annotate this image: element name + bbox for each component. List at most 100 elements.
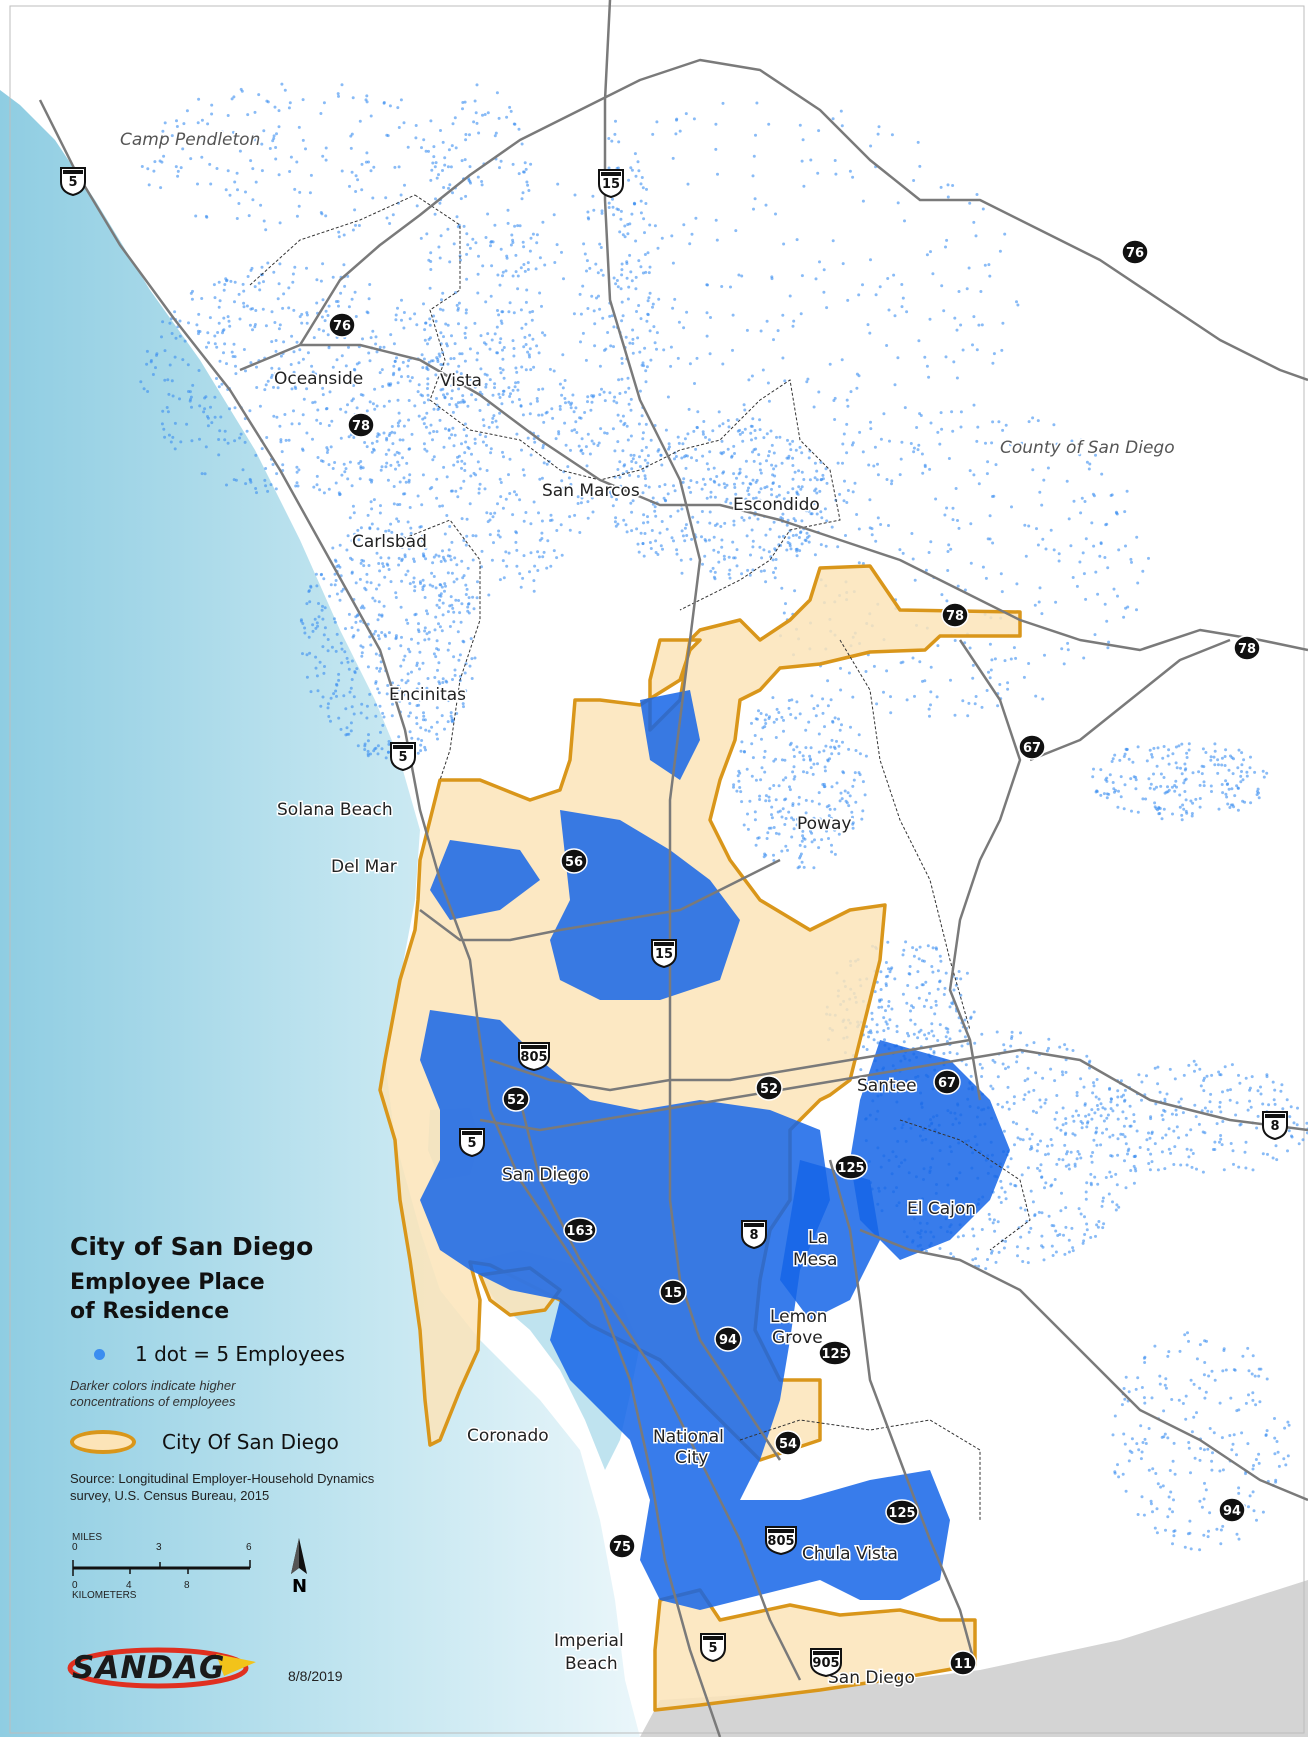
employee-dot [552,369,556,373]
employee-dot [762,436,766,440]
employee-dot [1286,1454,1290,1458]
employee-dot [1155,764,1159,768]
employee-dot [884,982,888,986]
employee-dot [359,711,363,715]
employee-dot [671,261,675,265]
employee-dot [794,448,798,452]
employee-dot [402,476,406,480]
employee-dot [1137,1448,1141,1452]
employee-dot [319,573,323,577]
employee-dot [774,736,778,739]
employee-dot [848,794,852,798]
employee-dot [343,650,347,654]
employee-dot [480,565,483,569]
employee-dot [950,1001,954,1005]
employee-dot [493,511,497,515]
employee-dot [1109,1100,1113,1104]
employee-dot [228,193,232,197]
employee-dot [703,554,707,558]
employee-dot [391,213,395,217]
employee-dot [1296,1106,1299,1110]
employee-dot [471,237,475,241]
employee-dot [1179,1163,1183,1167]
employee-dot [744,459,748,463]
employee-dot [1097,1220,1101,1223]
employee-dot [442,465,446,469]
employee-dot [483,113,487,116]
employee-dot [630,212,634,216]
employee-dot [910,532,914,535]
employee-dot [1105,1127,1109,1131]
employee-dot [916,448,920,452]
employee-dot [244,482,248,486]
employee-dot [1227,787,1231,791]
employee-dot [821,473,825,477]
employee-dot [820,516,824,520]
employee-dot [421,473,425,477]
employee-dot [700,535,703,539]
employee-dot [791,804,795,807]
employee-dot [993,657,997,661]
employee-dot [639,211,643,215]
employee-dot [1065,1047,1069,1051]
employee-dot [501,506,505,510]
employee-dot [821,697,825,701]
employee-dot [1134,787,1138,791]
employee-dot [955,328,959,332]
employee-dot [1150,1132,1154,1135]
employee-dot [809,766,813,770]
employee-dot [1023,523,1027,527]
employee-dot [1009,443,1012,447]
employee-dot [1149,1152,1153,1156]
employee-dot [984,1267,988,1271]
employee-dot [475,358,479,362]
employee-dot [1039,1163,1043,1167]
employee-dot [305,602,309,606]
employee-dot [552,549,556,553]
employee-dot [1027,420,1031,424]
employee-dot [292,350,296,354]
employee-dot [434,161,438,165]
employee-dot [1256,1114,1260,1118]
employee-dot [1162,1409,1166,1413]
employee-dot [1178,805,1182,809]
employee-dot [772,720,776,724]
employee-dot [662,496,666,500]
employee-dot [701,562,704,566]
employee-dot [1274,1144,1278,1148]
employee-dot [511,274,515,278]
employee-dot [308,651,312,655]
employee-dot [408,730,412,734]
employee-dot [455,405,459,409]
employee-dot [988,1217,992,1221]
employee-dot [456,460,460,464]
employee-dot [528,412,532,416]
employee-dot [829,745,833,749]
employee-dot [316,624,320,628]
employee-dot [401,456,404,460]
employee-dot [1258,1400,1262,1404]
employee-dot [272,414,276,418]
employee-dot [431,161,435,165]
employee-dot [185,422,189,426]
employee-dot [311,629,315,633]
employee-dot [345,656,349,660]
employee-dot [592,208,596,212]
employee-dot [1022,675,1026,679]
employee-dot [415,204,419,208]
employee-dot [435,706,439,710]
label-san-diego: San Diego [502,1165,589,1185]
employee-dot [782,729,785,733]
employee-dot [890,133,894,137]
employee-dot [615,498,618,501]
employee-dot [770,805,774,809]
employee-dot [1130,1437,1134,1441]
employee-dot [885,669,889,673]
employee-dot [971,1227,975,1231]
employee-dot [257,93,261,97]
employee-dot [1102,1119,1106,1123]
employee-dot [750,742,754,746]
employee-dot [388,432,392,435]
employee-dot [646,515,649,519]
